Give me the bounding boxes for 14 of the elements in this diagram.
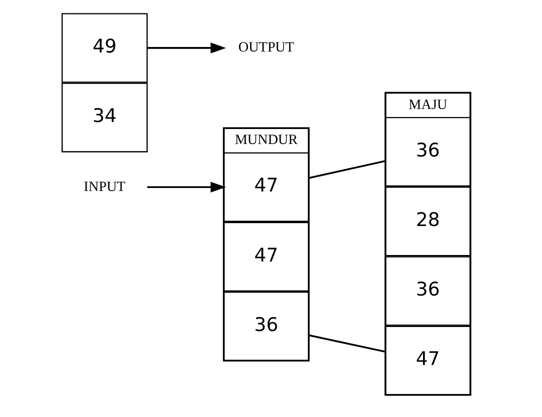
node-box: 47: [384, 325, 471, 395]
connector: [308, 160, 386, 178]
node-text: OUTPUT: [238, 39, 294, 56]
arrow: [147, 42, 226, 53]
node-box: 47: [223, 221, 310, 292]
node-box: 36: [384, 256, 471, 326]
node-box: 34: [62, 82, 148, 152]
node-box: 28: [384, 186, 471, 256]
node-box: 36: [384, 116, 471, 186]
node-text: INPUT: [84, 178, 126, 194]
node-box: 49: [62, 12, 148, 82]
arrow: [147, 181, 226, 192]
connector: [308, 334, 386, 352]
node-box: 47: [223, 152, 310, 222]
